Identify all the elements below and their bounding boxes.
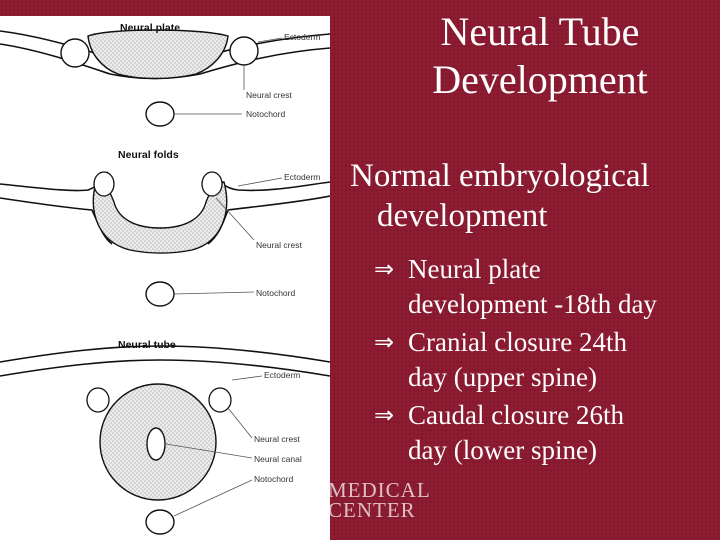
stage-neural-plate: Neural plate Ectoderm Neural crest Notoc… — [0, 22, 330, 127]
folds-neural-crest-right — [201, 171, 223, 197]
slide-title-line-1: Neural Tube — [440, 9, 640, 54]
bullet-1-line-2: development -18th day — [408, 289, 657, 319]
bullet-list: ⇒ Neural plate development -18th day ⇒ C… — [374, 252, 720, 471]
plate-label-notochord: Notochord — [246, 109, 285, 119]
bullet-3-line-1: Caudal closure 26th — [408, 400, 624, 430]
tube-ectoderm-lower — [0, 359, 330, 377]
neural-tube-diagram: Neural plate Ectoderm Neural crest Notoc… — [0, 16, 330, 540]
tube-neural-crest-right — [208, 387, 232, 413]
bullet-item-neural-plate: ⇒ Neural plate development -18th day — [374, 252, 720, 322]
stage-neural-folds: Neural folds Ectoderm Neural crest Notoc… — [0, 149, 330, 307]
double-arrow-icon: ⇒ — [374, 328, 395, 356]
bullet-2-line-1: Cranial closure 24th — [408, 327, 627, 357]
tube-label-neural-canal: Neural canal — [254, 454, 302, 464]
stage-3-title: Neural tube — [118, 339, 176, 351]
folds-neural-crest-left — [93, 171, 115, 197]
plate-label-neural-crest: Neural crest — [246, 90, 292, 100]
tube-notochord — [145, 509, 175, 535]
plate-notochord — [145, 101, 175, 127]
bullet-3-line-2: day (lower spine) — [408, 435, 597, 465]
stage-2-title: Neural folds — [118, 149, 179, 161]
plate-neural-crest-left — [60, 38, 90, 68]
diagram-svg: Neural plate Ectoderm Neural crest Notoc… — [0, 22, 330, 535]
tube-label-notochord: Notochord — [254, 474, 293, 484]
folds-ectoderm-upper — [0, 171, 109, 192]
bullet-1-line-1: Neural plate — [408, 254, 541, 284]
stage-neural-tube: Neural tube Ectoderm Neural crest Neural… — [0, 339, 330, 535]
slide-title-line-2: Development — [432, 57, 648, 102]
medical-center-logo: MEDICAL CENTER — [328, 478, 438, 522]
bullet-item-caudal-closure: ⇒ Caudal closure 26th day (lower spine) — [374, 398, 720, 468]
logo-line-2: CENTER — [328, 498, 416, 522]
folds-notochord — [145, 281, 175, 307]
double-arrow-icon: ⇒ — [374, 401, 395, 429]
folds-label-neural-crest: Neural crest — [256, 240, 302, 250]
tube-label-neural-crest: Neural crest — [254, 434, 300, 444]
double-arrow-icon: ⇒ — [374, 255, 395, 283]
slide-heading: Normal embryological development — [350, 156, 715, 236]
slide-title: Neural Tube Development — [370, 8, 710, 104]
neural-plate-shape — [87, 29, 229, 80]
tube-ectoderm-upper — [0, 345, 330, 363]
plate-label-ectoderm: Ectoderm — [284, 32, 320, 42]
stage-1-title: Neural plate — [120, 22, 180, 34]
neural-canal-shape — [146, 427, 166, 461]
folds-label-notochord: Notochord — [256, 288, 295, 298]
bullet-item-cranial-closure: ⇒ Cranial closure 24th day (upper spine) — [374, 325, 720, 395]
plate-neural-crest-right — [229, 36, 259, 66]
tube-label-ectoderm: Ectoderm — [264, 370, 300, 380]
logo-line-1: MEDICAL — [328, 478, 431, 502]
slide-heading-line-1: Normal embryological — [350, 158, 650, 194]
slide-heading-line-2: development — [377, 198, 548, 234]
tube-neural-crest-left — [86, 387, 110, 413]
bullet-2-line-2: day (upper spine) — [408, 362, 597, 392]
folds-label-ectoderm: Ectoderm — [284, 172, 320, 182]
